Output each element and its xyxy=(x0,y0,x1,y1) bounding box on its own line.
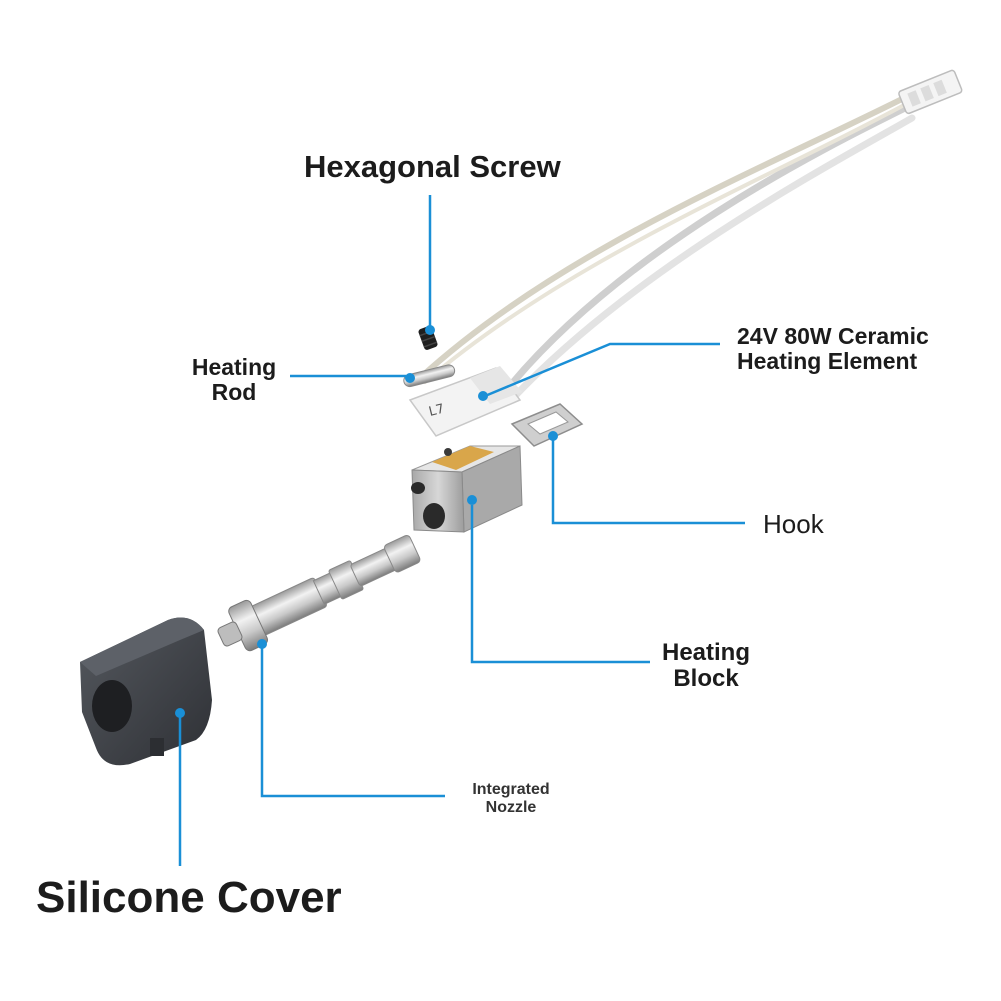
wire-4 xyxy=(423,102,908,384)
wire-3 xyxy=(417,97,903,381)
leader-dot-hook xyxy=(548,431,558,441)
leader-ceramic-element xyxy=(484,342,720,398)
heating-element-marking: L7 xyxy=(427,402,446,420)
connector-plug xyxy=(898,69,963,115)
leader-dot-heating-rod xyxy=(405,373,415,383)
label-ceramic-line1: 24V 80W Ceramic xyxy=(737,323,929,349)
ceramic-heating-element: L7 xyxy=(408,366,522,437)
label-nozzle-line2: Nozzle xyxy=(485,798,537,816)
label-hexagonal-screw: Hexagonal Screw xyxy=(304,149,561,184)
label-silicone-cover: Silicone Cover xyxy=(36,873,342,922)
leader-dot-silicone-cover xyxy=(175,708,185,718)
wire-2 xyxy=(511,114,916,400)
label-heating-block: Heating Block xyxy=(652,639,760,693)
leader-integrated-nozzle xyxy=(260,647,445,798)
label-heating-rod-line2: Rod xyxy=(211,379,257,406)
label-nozzle-line1: Integrated xyxy=(472,781,550,798)
label-hook: Hook xyxy=(763,509,824,539)
label-heating-rod: Heating Rod xyxy=(183,354,285,406)
leader-dot-heating-block xyxy=(467,495,477,505)
heating-rod xyxy=(403,364,456,388)
heating-block xyxy=(411,445,523,533)
label-ceramic-heating-element: 24V 80W Ceramic Heating Element xyxy=(737,323,929,375)
leader-hook xyxy=(551,438,745,525)
hook-clip xyxy=(510,403,584,447)
label-ceramic-line2: Heating Element xyxy=(737,348,918,375)
leader-dot-integrated-nozzle xyxy=(257,639,267,649)
wire-harness xyxy=(417,69,963,400)
label-integrated-nozzle: Integrated Nozzle xyxy=(460,781,562,816)
leader-dot-ceramic-element xyxy=(478,391,488,401)
label-heating-rod-line1: Heating xyxy=(191,354,277,380)
leader-heating-block xyxy=(470,505,650,664)
label-heating-block-line1: Heating xyxy=(661,639,750,666)
label-heating-block-line2: Block xyxy=(673,665,739,693)
leader-lines xyxy=(175,195,745,866)
leader-dot-hexagonal-screw xyxy=(425,325,435,335)
wire-1 xyxy=(501,104,909,396)
integrated-nozzle xyxy=(217,535,421,652)
silicone-cover xyxy=(80,617,212,766)
